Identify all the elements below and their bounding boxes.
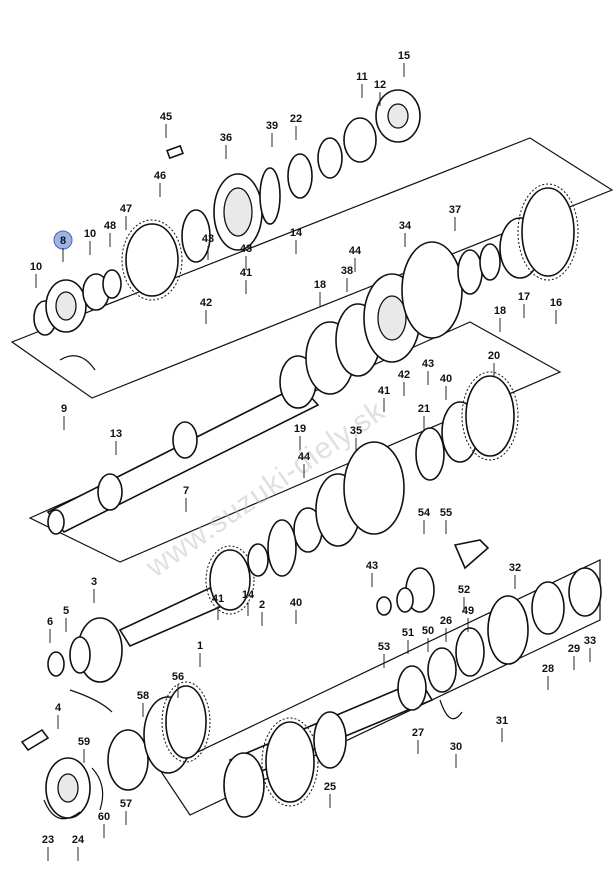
callout-label-6: 6 [47,616,53,628]
callout-labels: 1234567891010111213141415161718181920212… [30,50,596,846]
callout-label-7: 7 [183,485,189,497]
callout-label-9: 9 [61,403,67,415]
callout-label-27: 27 [412,727,424,739]
callout-label-57: 57 [120,798,132,810]
callout-label-56: 56 [172,671,184,683]
callout-label-54: 54 [418,507,431,519]
callout-label-52: 52 [458,584,470,596]
callout-label-12: 12 [374,79,386,91]
callout-label-43: 43 [202,233,214,245]
callout-label-60: 60 [98,811,110,823]
callout-label-32: 32 [509,562,521,574]
callout-label-41: 41 [378,385,390,397]
callout-label-43: 43 [366,560,378,572]
callout-label-17: 17 [518,291,530,303]
callout-label-48: 48 [104,220,116,232]
callout-label-5: 5 [63,605,69,617]
callout-label-50: 50 [422,625,434,637]
countershaft-assembly [43,519,602,820]
callout-label-15: 15 [398,50,410,62]
callout-label-47: 47 [120,203,132,215]
callout-label-59: 59 [78,736,90,748]
callout-label-35: 35 [350,425,362,437]
callout-label-18: 18 [494,305,506,317]
callout-label-51: 51 [402,627,414,639]
callout-label-42: 42 [200,297,212,309]
callout-label-40: 40 [440,373,452,385]
callout-label-25: 25 [324,781,336,793]
callout-label-14: 14 [242,589,255,601]
callout-label-41: 41 [240,267,252,279]
callout-label-46: 46 [154,170,166,182]
callout-label-23: 23 [42,834,54,846]
callout-label-16: 16 [550,297,562,309]
callout-label-24: 24 [72,834,85,846]
callout-label-40: 40 [290,597,302,609]
callout-label-36: 36 [220,132,232,144]
callout-label-3: 3 [91,576,97,588]
callout-label-49: 49 [462,605,474,617]
callout-label-58: 58 [137,690,149,702]
callout-label-10: 10 [84,228,96,240]
upper-panel-outline [10,137,614,399]
callout-label-41: 41 [212,593,224,605]
callout-label-20: 20 [488,350,500,362]
callout-label-33: 33 [584,635,596,647]
callout-label-21: 21 [418,403,430,415]
callout-label-19: 19 [294,423,306,435]
callout-label-30: 30 [450,741,462,753]
callout-label-29: 29 [568,643,580,655]
callout-label-38: 38 [341,265,353,277]
callout-label-31: 31 [496,715,508,727]
lower-panel-outline [159,559,601,816]
callout-label-55: 55 [440,507,452,519]
callout-label-8: 8 [60,235,66,247]
callout-label-22: 22 [290,113,302,125]
upper-shaft-assembly [33,89,421,371]
callout-label-44: 44 [349,245,362,257]
callout-label-14: 14 [290,227,303,239]
callout-label-28: 28 [542,663,554,675]
callout-label-45: 45 [160,111,172,123]
callout-label-37: 37 [449,204,461,216]
callout-label-43: 43 [240,243,252,255]
callout-label-11: 11 [356,71,368,83]
callout-label-10: 10 [30,261,42,273]
callout-label-2: 2 [259,599,265,611]
callout-label-34: 34 [399,220,412,232]
callout-label-44: 44 [298,451,311,463]
callout-label-1: 1 [197,640,203,652]
callout-label-26: 26 [440,615,452,627]
callout-label-18: 18 [314,279,326,291]
callout-label-13: 13 [110,428,122,440]
callout-label-53: 53 [378,641,390,653]
leader-lines [35,63,591,861]
callout-label-39: 39 [266,120,278,132]
callout-label-43: 43 [422,358,434,370]
front-direction-arrow-icon [20,728,50,752]
main-shaft-assembly [46,183,579,553]
callout-label-42: 42 [398,369,410,381]
callout-label-4: 4 [55,702,62,714]
